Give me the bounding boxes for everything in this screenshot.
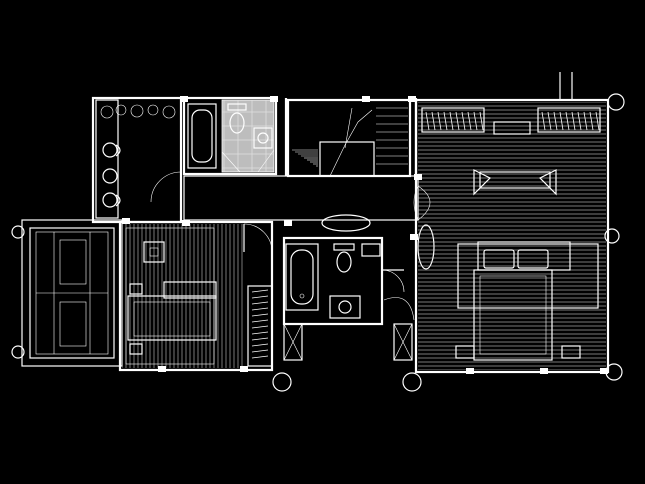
chimney [559, 72, 573, 100]
toilet-centre-icon [333, 243, 355, 273]
balcony-column-bottom [11, 345, 25, 359]
corridor [183, 175, 419, 221]
wardrobe [247, 285, 273, 367]
bed-master-icon [473, 241, 571, 361]
window-marker [122, 96, 608, 374]
toilet-top-icon [227, 103, 247, 134]
nightstand-master-icon [455, 345, 581, 359]
sofa-icon [473, 169, 557, 196]
passage-door [383, 297, 415, 321]
storage-left [283, 323, 303, 361]
bathroom-centre-door [381, 269, 405, 293]
desk-icon [143, 241, 165, 263]
nightstand-icon [129, 283, 143, 355]
bathtub-centre-icon [285, 243, 319, 311]
master-column-mid [604, 228, 620, 244]
bathtub-top-icon [187, 103, 217, 169]
bathroom-centre-vanity [361, 243, 381, 257]
storage-right [393, 323, 413, 361]
bathroom-top [182, 96, 278, 176]
bed-small-icon [127, 281, 217, 341]
plant-icon [100, 104, 176, 119]
storage-column-right [402, 372, 422, 392]
storage-column-left [272, 372, 292, 392]
shower-door [221, 149, 275, 173]
wardrobe-master [421, 107, 601, 135]
bedroom-small-door [243, 223, 273, 253]
rug [457, 243, 599, 309]
terrace-door-swing [150, 171, 182, 203]
bathroom-centre [282, 236, 384, 326]
balcony [21, 219, 123, 367]
master-bedroom [418, 102, 606, 370]
sink-centre-icon [329, 295, 361, 319]
terrace [91, 96, 183, 224]
balcony-column-top [11, 225, 25, 239]
staircase [286, 98, 412, 178]
corridor-table-icon [321, 214, 371, 232]
terrace-chair-icon [102, 142, 121, 208]
sink-top-icon [253, 127, 273, 149]
master-column-top [607, 93, 625, 111]
